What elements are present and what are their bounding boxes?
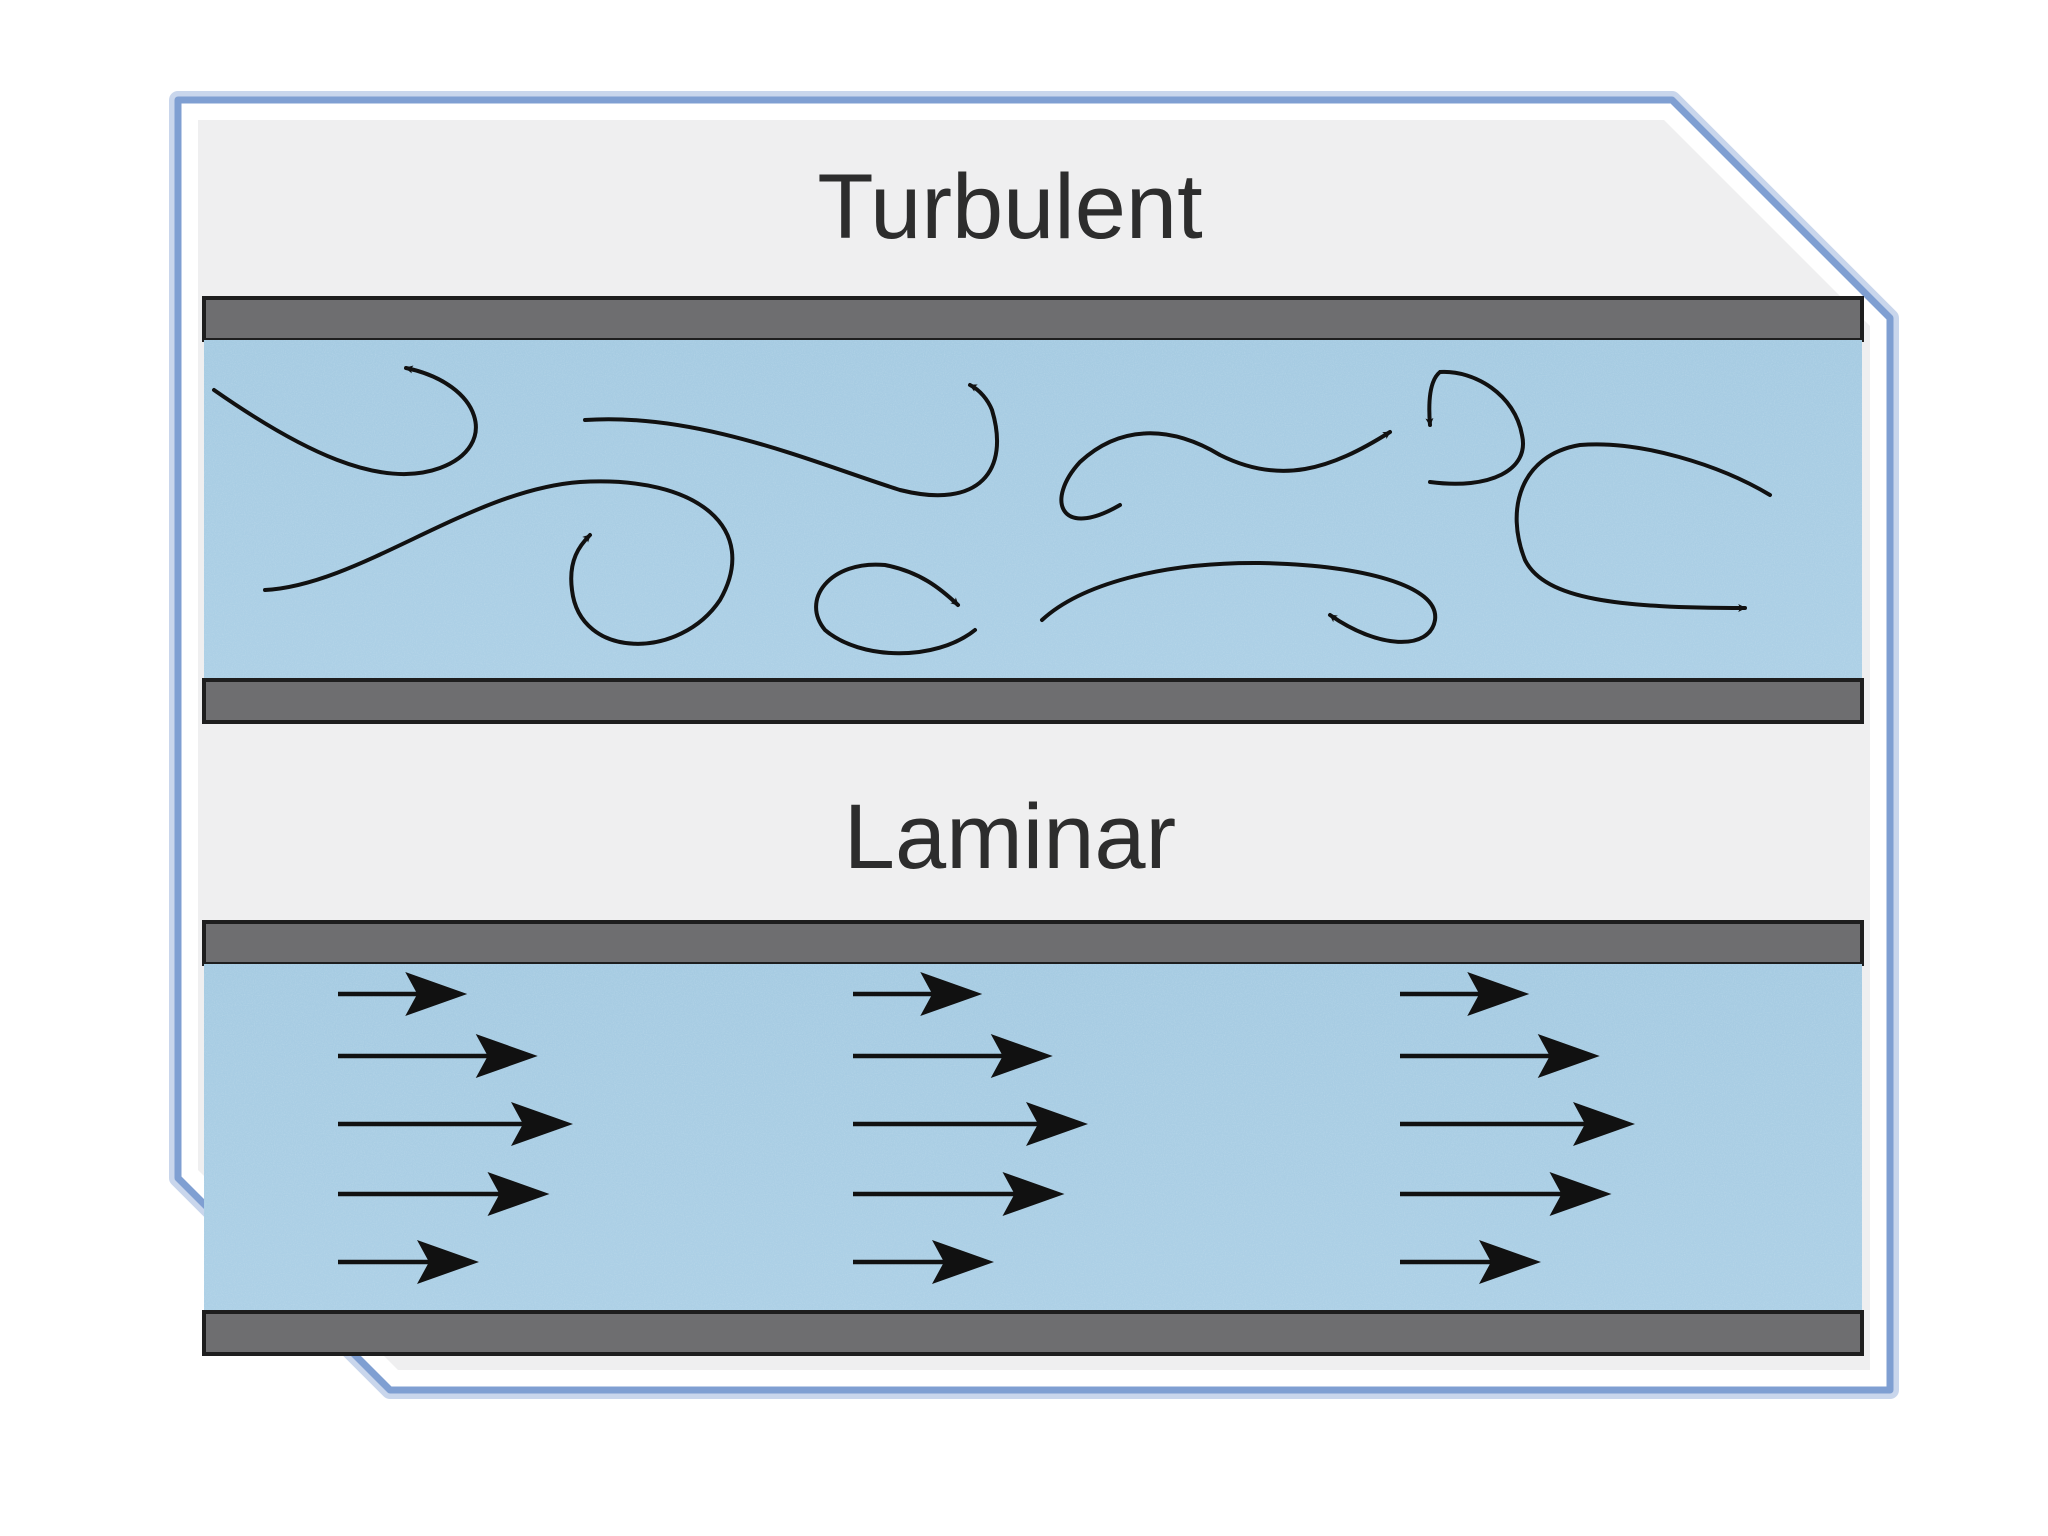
laminar-arrow-head — [920, 972, 983, 1016]
laminar-velocity-arrows — [338, 972, 1635, 1284]
laminar-top-wall — [202, 920, 1864, 966]
turbulent-bottom-wall — [202, 678, 1864, 724]
laminar-bottom-wall — [202, 1310, 1864, 1356]
laminar-arrow-head — [511, 1102, 573, 1146]
laminar-arrow-head — [417, 1240, 479, 1284]
laminar-arrow-head — [1002, 1172, 1065, 1216]
eddy-arrow — [1059, 430, 1392, 521]
laminar-arrow-head — [1467, 972, 1530, 1016]
turbulent-fluid-texture — [204, 340, 1862, 680]
eddy-arrow — [1514, 442, 1772, 612]
turbulent-label: Turbulent — [817, 156, 1202, 258]
turbulent-eddies — [212, 365, 1772, 656]
laminar-arrow-head — [487, 1172, 550, 1216]
eddy-arrow — [1040, 560, 1438, 644]
laminar-arrow-head — [1549, 1172, 1612, 1216]
laminar-label: Laminar — [844, 786, 1176, 888]
eddy-arrow — [212, 365, 478, 477]
laminar-arrow-head — [932, 1240, 994, 1284]
laminar-arrow-head — [1573, 1102, 1635, 1146]
eddy-arrow — [583, 383, 999, 498]
eddy-arrow — [263, 479, 735, 646]
eddy-arrow — [814, 562, 977, 656]
turbulent-top-wall — [202, 296, 1864, 342]
laminar-arrow-head — [990, 1034, 1053, 1078]
turbulent-panel: Turbulent — [202, 156, 1864, 724]
laminar-arrow-head — [1537, 1034, 1600, 1078]
laminar-panel: Laminar — [202, 786, 1864, 1356]
laminar-arrow-head — [405, 972, 468, 1016]
laminar-arrow-head — [1479, 1240, 1541, 1284]
laminar-arrow-head — [1026, 1102, 1088, 1146]
eddy-arrow — [1425, 369, 1526, 486]
laminar-arrow-head — [475, 1034, 538, 1078]
